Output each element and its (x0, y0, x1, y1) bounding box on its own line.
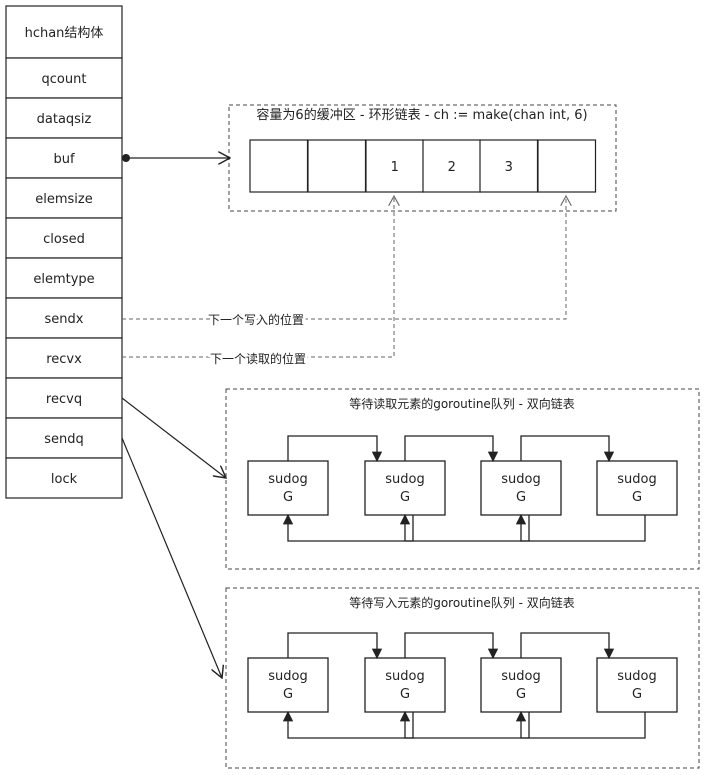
buffer-cell (307, 139, 367, 193)
recvq-pointer (121, 397, 226, 478)
sudog-label: sudog (617, 472, 656, 487)
sendx-annotation: 下一个写入的位置 (208, 312, 304, 327)
prev-link (515, 513, 646, 542)
buffer-title: 容量为6的缓冲区 - 环形链表 - ch := make(chan int, 6… (256, 107, 587, 123)
field-label-dataqsiz: dataqsiz (37, 112, 92, 127)
goroutine-label: G (632, 490, 642, 505)
sudog-label: sudog (501, 669, 540, 684)
field-box-lock (5, 457, 123, 499)
next-link (287, 435, 383, 463)
goroutine-label: G (516, 687, 526, 702)
buffer-cell-value: 1 (391, 160, 399, 175)
next-link (404, 435, 499, 463)
sudog-node (247, 460, 329, 516)
next-link (520, 435, 615, 463)
recvx-annotation: 下一个读取的位置 (210, 351, 306, 366)
field-label-recvx: recvx (46, 352, 82, 367)
field-box-qcount (5, 57, 123, 99)
prev-link (399, 513, 530, 542)
field-box-sendx (5, 297, 123, 339)
sudog-label: sudog (385, 669, 424, 684)
field-box-dataqsiz (5, 97, 123, 139)
field-label-lock: lock (51, 472, 78, 487)
goroutine-label: G (400, 490, 410, 505)
sudog-label: sudog (268, 669, 307, 684)
goroutine-label: G (632, 687, 642, 702)
goroutine-label: G (400, 687, 410, 702)
struct-title: hchan结构体 (25, 26, 104, 41)
sudog-node (480, 657, 562, 713)
sudog-label: sudog (617, 669, 656, 684)
hchan-struct: hchan结构体 qcount dataqsiz buf elemsize closed e… (5, 5, 123, 499)
field-label-recvq: recvq (46, 392, 82, 407)
buffer-cell (422, 139, 482, 193)
sudog-label: sudog (268, 472, 307, 487)
next-link (520, 632, 615, 660)
buffer-cell-value: 2 (448, 160, 456, 175)
field-box-recvq (5, 377, 123, 419)
buffer-cell (249, 139, 309, 193)
prev-link (515, 710, 646, 739)
prev-link (282, 513, 414, 542)
sudog-node (247, 657, 329, 713)
field-label-qcount: qcount (42, 72, 87, 87)
recvx-pointer (122, 196, 394, 358)
buffer-cell (537, 139, 597, 193)
sudog-label: sudog (385, 472, 424, 487)
field-label-sendq: sendq (44, 432, 84, 447)
prev-link (282, 710, 414, 739)
prev-link (399, 710, 530, 739)
sendx-pointer (122, 196, 566, 320)
goroutine-label: G (283, 687, 293, 702)
sudog-node (596, 657, 678, 713)
sudog-node (596, 460, 678, 516)
send-queue-title: 等待写入元素的goroutine队列 - 双向链表 (349, 595, 575, 610)
field-label-elemsize: elemsize (35, 192, 92, 207)
field-box-hchan (5, 5, 123, 59)
sudog-node (364, 460, 446, 516)
goroutine-label: G (283, 490, 293, 505)
field-label-buf: buf (53, 152, 74, 167)
field-label-elemtype: elemtype (33, 272, 94, 287)
field-label-sendx: sendx (45, 312, 84, 327)
recv-queue-container (225, 388, 700, 570)
sudog-node (364, 657, 446, 713)
next-link (287, 632, 383, 660)
buffer-cell-value: 3 (505, 160, 513, 175)
recv-queue-title: 等待读取元素的goroutine队列 - 双向链表 (349, 396, 575, 411)
field-box-closed (5, 217, 123, 259)
goroutine-label: G (516, 490, 526, 505)
buffer-cells: 1 2 3 (249, 139, 597, 193)
field-label-closed: closed (43, 232, 85, 247)
sudog-label: sudog (501, 472, 540, 487)
sudog-node (480, 460, 562, 516)
next-link (404, 632, 499, 660)
sendq-pointer (121, 437, 222, 678)
send-queue-container (225, 587, 700, 769)
